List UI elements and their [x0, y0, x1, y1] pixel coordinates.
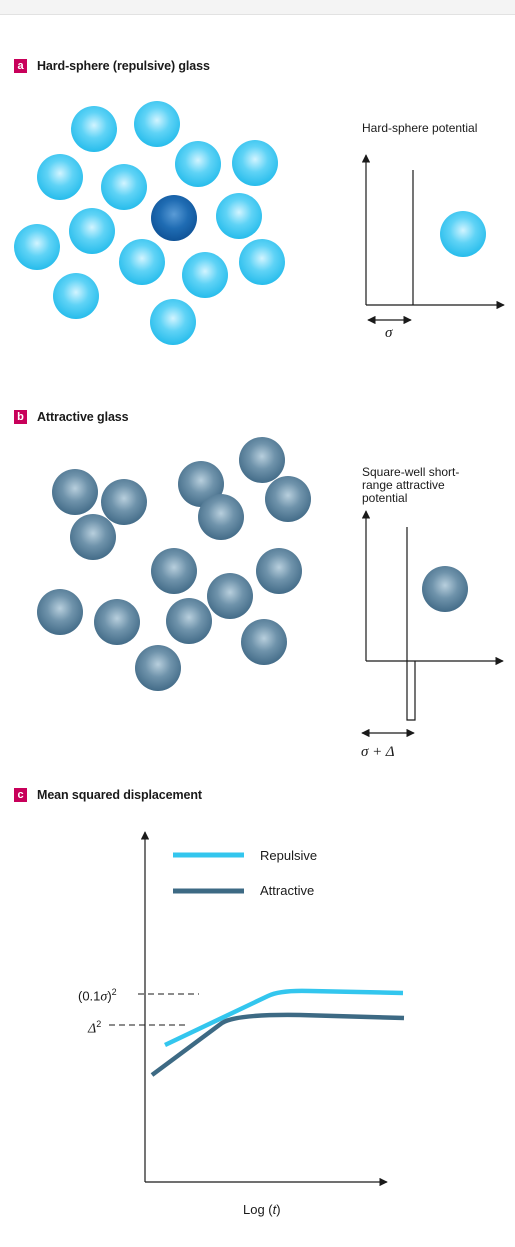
- sigma-plus-delta-symbol: σ + Δ: [361, 744, 395, 760]
- sphere: [71, 106, 117, 152]
- sphere: [232, 140, 278, 186]
- ytick-sigma-base: (0.1: [78, 988, 101, 1004]
- panel-c-header: c Mean squared displacement: [14, 787, 202, 803]
- sphere: [151, 548, 197, 594]
- ytick-sigma-close: ): [107, 988, 112, 1004]
- sphere: [69, 208, 115, 254]
- panel-a-badge: a: [14, 59, 27, 73]
- ytick-delta-label: Δ2: [88, 1019, 101, 1037]
- panel-c-title: Mean squared displacement: [37, 788, 202, 802]
- sphere: [207, 573, 253, 619]
- square-well-label-line-1: Square-well short-: [362, 465, 460, 479]
- hard-sphere-potential-label: Hard-sphere potential: [362, 121, 478, 135]
- xlabel-suffix: ): [276, 1202, 281, 1217]
- tagged-sphere: [151, 195, 197, 241]
- panel-b-badge: b: [14, 410, 27, 424]
- sphere: [70, 514, 116, 560]
- sphere: [101, 164, 147, 210]
- sphere: [166, 598, 212, 644]
- square-well: [406, 527, 416, 721]
- square-well-label-line-3: potential: [362, 491, 408, 505]
- potential-sphere-b: [422, 566, 468, 612]
- sphere: [134, 101, 180, 147]
- panel-b-title: Attractive glass: [37, 410, 129, 424]
- panel-a-title: Hard-sphere (repulsive) glass: [37, 59, 210, 73]
- sphere: [135, 645, 181, 691]
- ytick-sigma-exponent: 2: [111, 987, 117, 997]
- panel-c-badge: c: [14, 788, 27, 802]
- hard-sphere-potential-plot: [361, 154, 505, 325]
- repulsive-spheres: [14, 101, 285, 345]
- repulsive-curve: [164, 988, 404, 1048]
- sphere: [94, 599, 140, 645]
- legend-repulsive-label: Repulsive: [260, 848, 318, 863]
- sphere: [241, 619, 287, 665]
- sphere: [178, 461, 224, 507]
- sphere: [52, 469, 98, 515]
- xlabel-variable: t: [272, 1202, 277, 1217]
- sphere: [239, 239, 285, 285]
- ytick-delta-exponent: 2: [96, 1019, 102, 1029]
- sphere: [37, 589, 83, 635]
- x-axis-label: Log (t): [243, 1202, 281, 1217]
- sphere: [216, 193, 262, 239]
- potential-sphere-a: [440, 211, 486, 257]
- xlabel-prefix: Log (: [243, 1202, 273, 1217]
- sphere: [119, 239, 165, 285]
- sphere: [150, 299, 196, 345]
- attractive-curve: [150, 1012, 405, 1077]
- top-strip: [0, 0, 515, 15]
- ytick-sigma-symbol: σ: [100, 989, 108, 1005]
- sphere: [175, 141, 221, 187]
- square-well-potential-plot: [361, 510, 504, 738]
- sphere: [37, 154, 83, 200]
- ytick-delta-symbol: Δ: [88, 1021, 97, 1037]
- sphere: [265, 476, 311, 522]
- ytick-sigma-label: (0.1σ)2: [78, 987, 117, 1005]
- attractive-spheres: [37, 437, 311, 691]
- legend-attractive-label: Attractive: [260, 883, 315, 898]
- square-well-label-line-2: range attractive: [362, 478, 445, 492]
- panel-b-header: b Attractive glass: [14, 409, 129, 425]
- sphere: [182, 252, 228, 298]
- sphere: [198, 494, 244, 540]
- sphere: [14, 224, 60, 270]
- sigma-symbol: σ: [385, 325, 393, 341]
- sphere: [239, 437, 285, 483]
- sphere: [256, 548, 302, 594]
- panel-a-header: a Hard-sphere (repulsive) glass: [14, 58, 210, 74]
- msd-plot: [109, 831, 405, 1187]
- sphere: [101, 479, 147, 525]
- sphere: [53, 273, 99, 319]
